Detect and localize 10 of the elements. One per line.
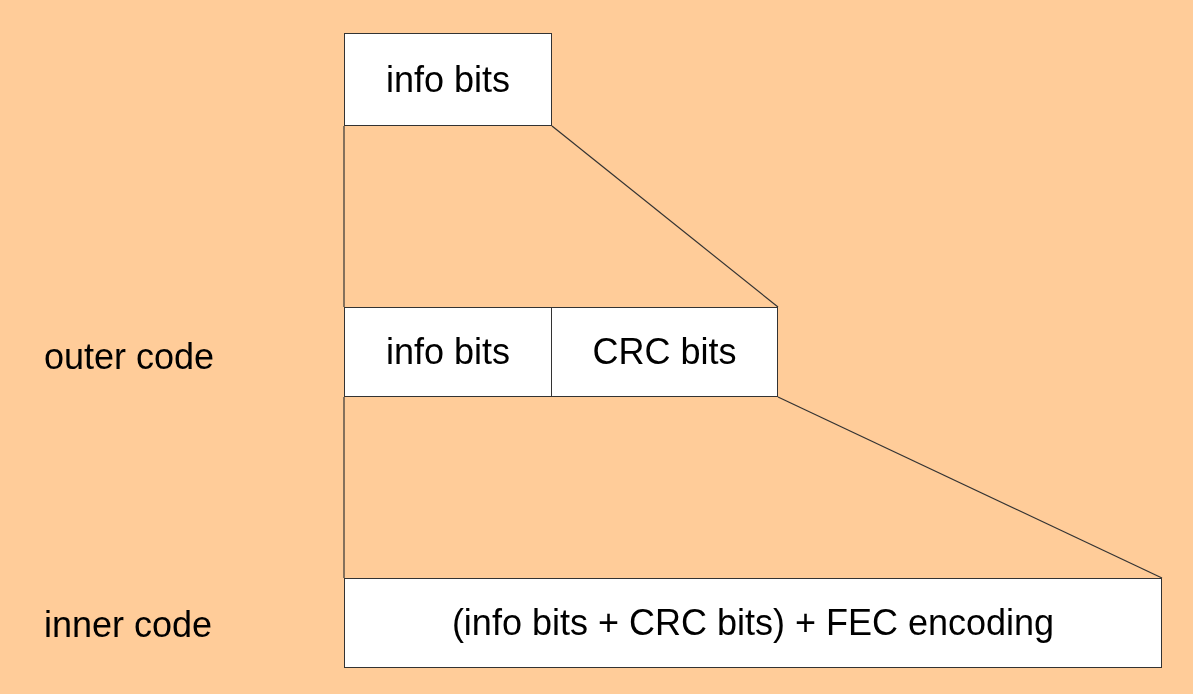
connector-line [343, 125, 345, 308]
text-box: info bits [344, 307, 552, 397]
connector-line [551, 125, 779, 308]
row-label: inner code [44, 604, 213, 646]
connector-line [777, 396, 1163, 579]
text-box: info bits [344, 33, 552, 126]
text-box: CRC bits [551, 307, 778, 397]
text-box: (info bits + CRC bits) + FEC encoding [344, 578, 1162, 668]
connector-line [343, 396, 345, 579]
row-label: outer code [44, 336, 215, 378]
